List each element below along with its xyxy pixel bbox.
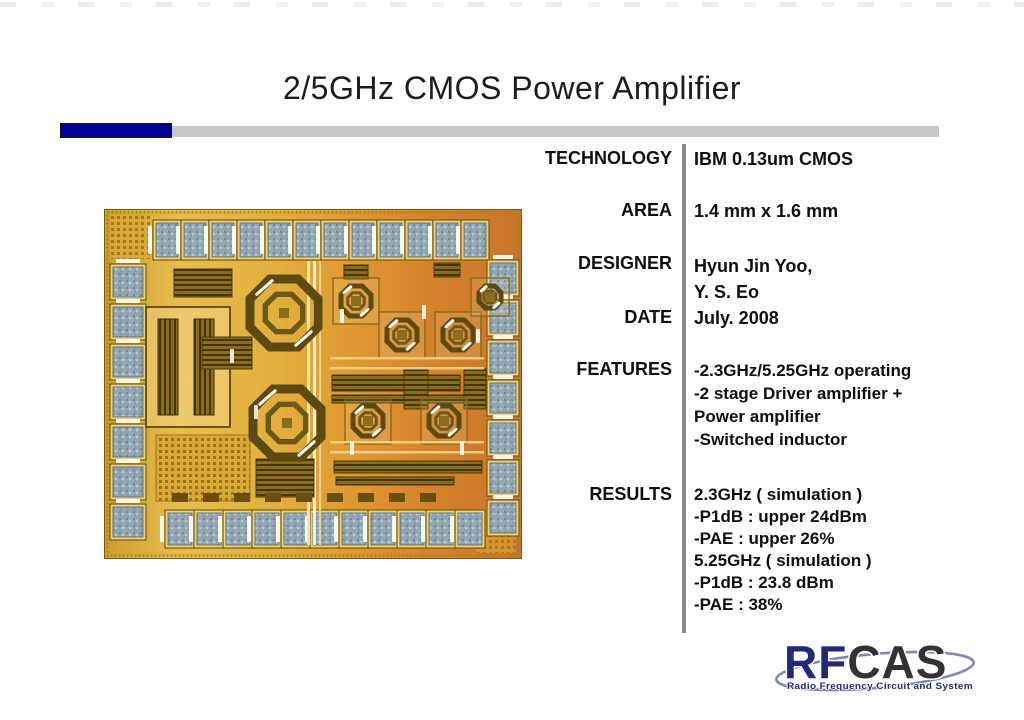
spec-value: July. 2008 [694, 307, 994, 330]
spec-value-line: 5.25GHz ( simulation ) [694, 551, 872, 570]
spec-value-line: -P1dB : upper 24dBm [694, 507, 867, 526]
spec-value: 1.4 mm x 1.6 mm [694, 200, 994, 223]
spec-value-line: -PAE : upper 26% [694, 529, 835, 548]
spec-value-line: -P1dB : 23.8 dBm [694, 573, 834, 592]
spec-value-line: -2.3GHz/5.25GHz operating [694, 361, 912, 380]
spec-value-line: Hyun Jin Yoo, [694, 256, 813, 276]
spec-label: FEATURES [576, 359, 672, 379]
spec-value-line: IBM 0.13um CMOS [694, 149, 854, 169]
slide-title: 2/5GHz CMOS Power Amplifier [282, 70, 742, 106]
logo-tagline: Radio Frequency Circuit and System [787, 681, 973, 692]
spec-value: IBM 0.13um CMOS [694, 148, 994, 171]
spec-value-line: 2.3GHz ( simulation ) [694, 485, 863, 504]
spec-value-line: Power amplifier [694, 407, 821, 426]
spec-label: DATE [624, 307, 672, 327]
spec-label: TECHNOLOGY [544, 148, 672, 168]
logo-swoosh-ellipse [775, 650, 975, 692]
spec-value: 2.3GHz ( simulation ) -P1dB : upper 24dBm… [694, 484, 994, 616]
spec-value: Hyun Jin Yoo, Y. S. Eo [694, 253, 994, 305]
spec-value-line: July. 2008 [694, 308, 779, 328]
spec-label: RESULTS [589, 484, 672, 504]
spec-value-line: -Switched inductor [694, 430, 847, 449]
spec-label: DESIGNER [577, 253, 672, 273]
spec-table-divider [682, 144, 686, 633]
chip-die-photo-image [104, 209, 522, 559]
spec-value-line: Y. S. Eo [694, 282, 760, 302]
rfcas-logo: RFCAS Radio Frequency Circuit and System [775, 635, 975, 693]
spec-label: AREA [620, 200, 672, 220]
title-underline-accent [60, 123, 172, 138]
spec-value-line: -PAE : 38% [694, 595, 783, 614]
spec-value-line: -2 stage Driver amplifier + [694, 384, 903, 403]
spec-value-line: 1.4 mm x 1.6 mm [694, 201, 839, 221]
spec-value: -2.3GHz/5.25GHz operating -2 stage Driver… [694, 359, 994, 451]
scan-edge-artifacts [0, 2, 1024, 7]
logo-wordmark: RFCAS [784, 636, 947, 688]
title-underline-bar [60, 126, 939, 137]
